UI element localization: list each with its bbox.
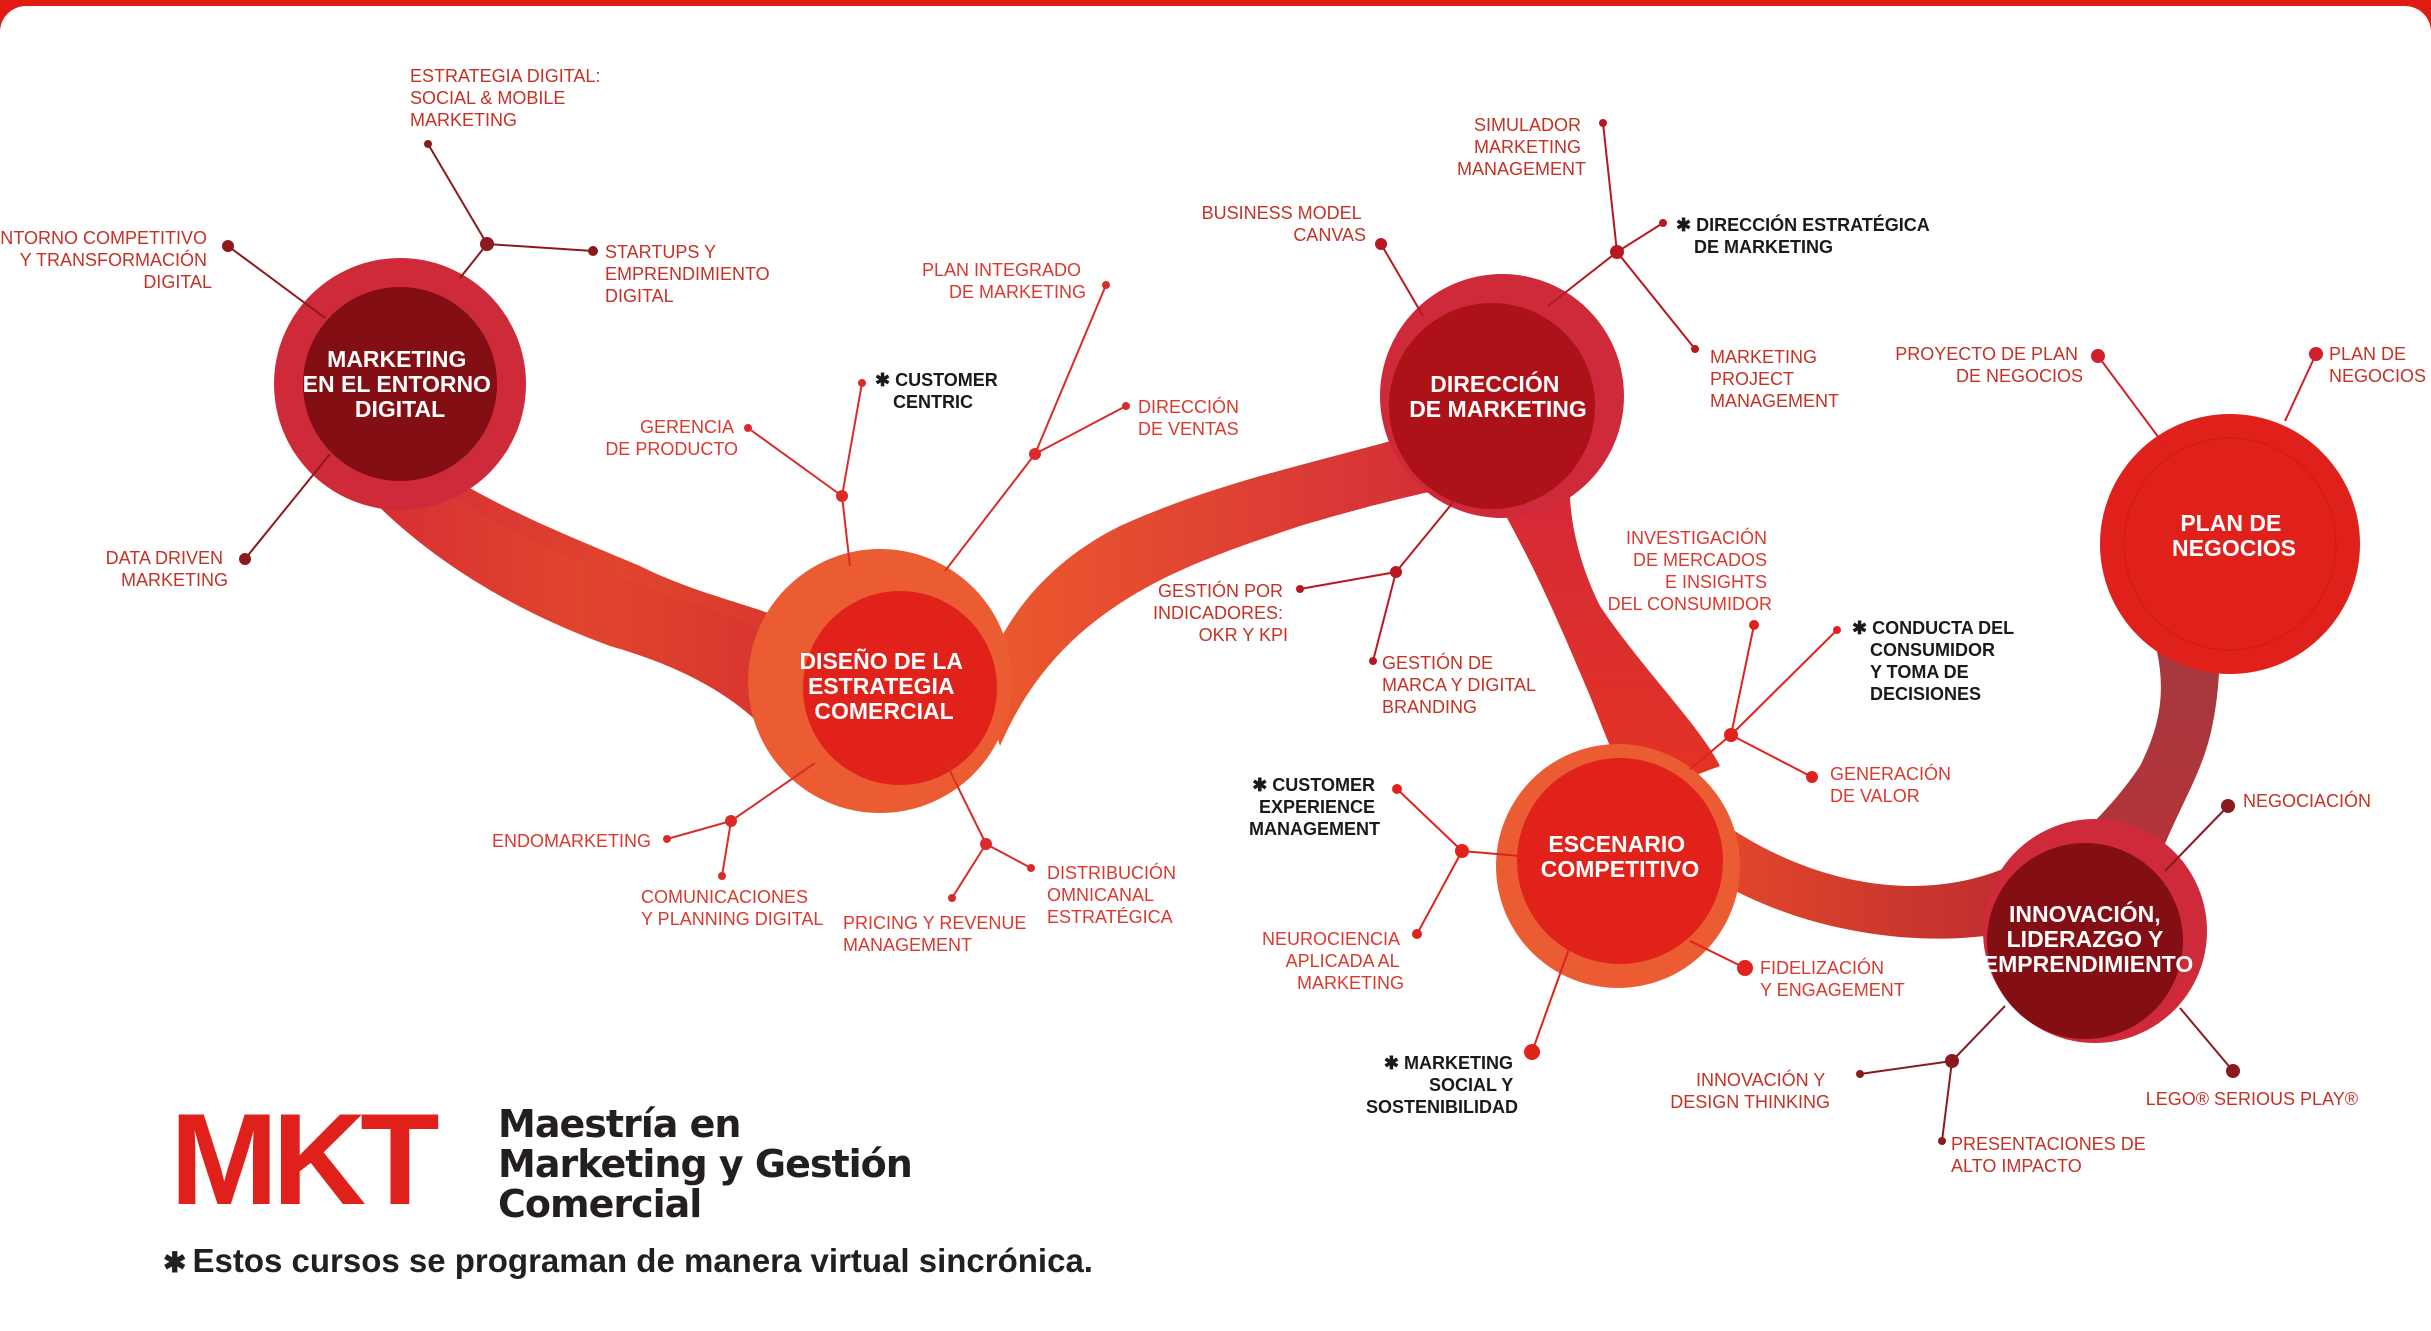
mind-map-diagram: MARKETING EN EL ENTORNO DIGITAL DISEÑO D… (0, 66, 2426, 1176)
course-endomarketing: ENDOMARKETING (492, 831, 651, 851)
course-negociacion: NEGOCIACIÓN (2243, 790, 2371, 811)
course-entorno-competitivo: ENTORNO COMPETITIVO Y TRANSFORMACIÓN DIG… (0, 228, 212, 292)
hub-label-6: INNOVACIÓN, LIDERAZGO Y EMPRENDIMIENTO (1983, 900, 2193, 977)
course-customer-centric: ✱ CUSTOMER CENTRIC (875, 370, 1003, 412)
course-innovacion-design: INNOVACIÓN Y DESIGN THINKING (1670, 1069, 1830, 1112)
course-investigacion: INVESTIGACIÓN DE MERCADOS E INSIGHTS DEL… (1608, 527, 1772, 614)
course-conducta: ✱ CONDUCTA DEL CONSUMIDOR Y TOMA DE DECI… (1852, 618, 2019, 704)
program-name: Maestría en Marketing y Gestión Comercia… (498, 1102, 913, 1226)
hub-marketing-digital (274, 258, 526, 510)
course-distribucion: DISTRIBUCIÓN OMNICANAL ESTRATÉGICA (1047, 862, 1181, 927)
program-name-line: Marketing y Gestión (498, 1142, 913, 1186)
course-marketing-social: ✱ MARKETING SOCIAL Y SOSTENIBILIDAD (1366, 1053, 1518, 1117)
band-2 (980, 426, 1500, 746)
hub-plan-negocios (2100, 414, 2360, 674)
branch-nodes (222, 119, 2323, 1145)
hub-diseno-estrategia (748, 549, 1012, 813)
course-direccion-estrategica: ✱ DIRECCIÓN ESTRATÉGICA DE MARKETING (1676, 214, 1934, 257)
course-direccion-ventas: DIRECCIÓN DE VENTAS (1138, 396, 1244, 439)
hub-direccion-marketing (1380, 274, 1624, 518)
hub-label-5: PLAN DE NEGOCIOS (2172, 510, 2296, 561)
program-name-line: Comercial (498, 1182, 702, 1226)
hub-label-3: DIRECCIÓN DE MARKETING (1409, 370, 1587, 422)
course-plan-negocios: PLAN DE NEGOCIOS (2329, 344, 2426, 386)
course-lego: LEGO® SERIOUS PLAY® (2146, 1089, 2358, 1109)
course-labels: ESTRATEGIA DIGITAL: SOCIAL & MOBILE MARK… (0, 66, 2426, 1176)
course-gestion-marca: GESTIÓN DE MARCA Y DIGITAL BRANDING (1382, 652, 1540, 717)
mkt-logo: MKT (170, 1086, 440, 1232)
course-project-management: MARKETING PROJECT MANAGEMENT (1710, 347, 1839, 411)
band-1b (330, 366, 830, 746)
course-pricing: PRICING Y REVENUE MANAGEMENT (843, 913, 1031, 955)
course-gestion-indicadores: GESTIÓN POR INDICADORES: OKR Y KPI (1153, 580, 1288, 645)
footnote-text: Estos cursos se programan de manera virt… (192, 1242, 1093, 1279)
course-estrategia-digital: ESTRATEGIA DIGITAL: SOCIAL & MOBILE MARK… (410, 66, 605, 130)
band-3 (1450, 426, 1720, 796)
course-simulador: SIMULADOR MARKETING MANAGEMENT (1457, 115, 1586, 179)
hub-escenario-competitivo (1496, 744, 1740, 988)
footnote: ✱Estos cursos se programan de manera vir… (163, 1242, 1093, 1280)
course-comunicaciones: COMUNICACIONES Y PLANNING DIGITAL (641, 887, 823, 929)
hub-label-4: ESCENARIO COMPETITIVO (1541, 831, 1699, 882)
hub-labels: MARKETING EN EL ENTORNO DIGITAL DISEÑO D… (303, 346, 2296, 977)
hub-label-2: DISEÑO DE LA ESTRATEGIA COMERCIAL (799, 647, 968, 724)
page-panel: MARKETING EN EL ENTORNO DIGITAL DISEÑO D… (0, 6, 2431, 1331)
course-customer-experience: ✱ CUSTOMER EXPERIENCE MANAGEMENT (1249, 775, 1380, 839)
course-fidelizacion: FIDELIZACIÓN Y ENGAGEMENT (1760, 957, 1905, 1000)
program-name-line: Maestría en (498, 1102, 741, 1146)
course-plan-integrado: PLAN INTEGRADO DE MARKETING (922, 260, 1086, 302)
course-neurociencia: NEUROCIENCIA APLICADA AL MARKETING (1262, 929, 1404, 993)
course-presentaciones: PRESENTACIONES DE ALTO IMPACTO (1951, 1134, 2151, 1176)
band-5 (2080, 626, 2220, 856)
course-data-driven: DATA DRIVEN MARKETING (106, 548, 228, 590)
course-proyecto-plan: PROYECTO DE PLAN DE NEGOCIOS (1895, 344, 2083, 386)
brand-block: MKT Maestría en Marketing y Gestión Come… (170, 1094, 1070, 1244)
course-business-model: BUSINESS MODEL CANVAS (1202, 203, 1366, 245)
asterisk-icon: ✱ (163, 1247, 187, 1278)
course-gerencia-producto: GERENCIA DE PRODUCTO (605, 417, 738, 459)
hub-label-1: MARKETING EN EL ENTORNO DIGITAL (303, 346, 498, 422)
course-startups: STARTUPS Y EMPRENDIMIENTO DIGITAL (605, 242, 775, 306)
branch-lines (227, 122, 2317, 1142)
hub-innovacion (1983, 819, 2207, 1043)
course-generacion-valor: GENERACIÓN DE VALOR (1830, 763, 1956, 806)
